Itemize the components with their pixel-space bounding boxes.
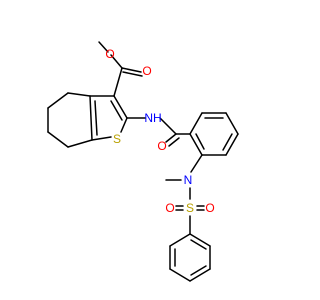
bond-amide-o-2 [168, 137, 180, 147]
bond-carbonyl-ring [113, 67, 123, 97]
bond-benz-3 [225, 112, 239, 135]
bond-thio-3 [120, 117, 128, 133]
bond-methyl-o [98, 41, 109, 53]
bond-ph-3-inner [190, 265, 207, 276]
bond-o-carbonyl [110, 54, 123, 69]
bond-ring-2 [47, 92, 69, 109]
bond-benz-4-inner [222, 133, 233, 151]
thiophene-sulfur-label: S [113, 132, 121, 146]
amide-nh-label: NH [144, 111, 161, 125]
bond-ring-5 [67, 139, 93, 148]
bond-ph-3 [189, 268, 211, 282]
bond-benz-4 [225, 133, 239, 156]
bond-thio-4 [91, 136, 112, 141]
bond-ring-1 [67, 92, 91, 97]
bond-thio-2-inner [110, 100, 123, 121]
bond-nh-c [159, 117, 177, 135]
bond-ring-n [190, 154, 203, 173]
chemical-structure: O O S NH O N S O O [47, 41, 239, 282]
bond-ph-4 [169, 268, 191, 282]
amide-oxygen-label: O [157, 139, 166, 153]
bond-benz-1 [189, 112, 203, 135]
atom-labels: O O S NH O N S O O [105, 47, 214, 215]
bond-ph-1 [189, 233, 211, 247]
sulfonyl-sulfur-label: S [186, 201, 194, 215]
ester-carbonyl-oxygen-label: O [142, 64, 151, 78]
sulfonamide-nitrogen-label: N [184, 173, 193, 187]
bond-amide-o-1 [165, 133, 177, 143]
bond-thio-2 [113, 95, 128, 119]
bond-ring-fusion-inner [94, 100, 98, 136]
bond-carbonyl-o-2 [122, 71, 143, 77]
sulfonyl-oxygen-left-label: O [165, 201, 174, 215]
sulfonyl-oxygen-right-label: O [205, 201, 214, 215]
bonds [47, 41, 239, 282]
bond-ring-4 [47, 131, 69, 148]
bond-benz-6 [189, 133, 203, 156]
bond-ph-1-inner [190, 239, 207, 250]
bond-ring-fusion [89, 95, 93, 141]
bond-carbonyl-o-1 [121, 67, 142, 73]
ester-oxygen-label: O [105, 47, 114, 61]
bond-benz-6-inner [195, 133, 205, 150]
bond-ph-6 [169, 233, 191, 247]
